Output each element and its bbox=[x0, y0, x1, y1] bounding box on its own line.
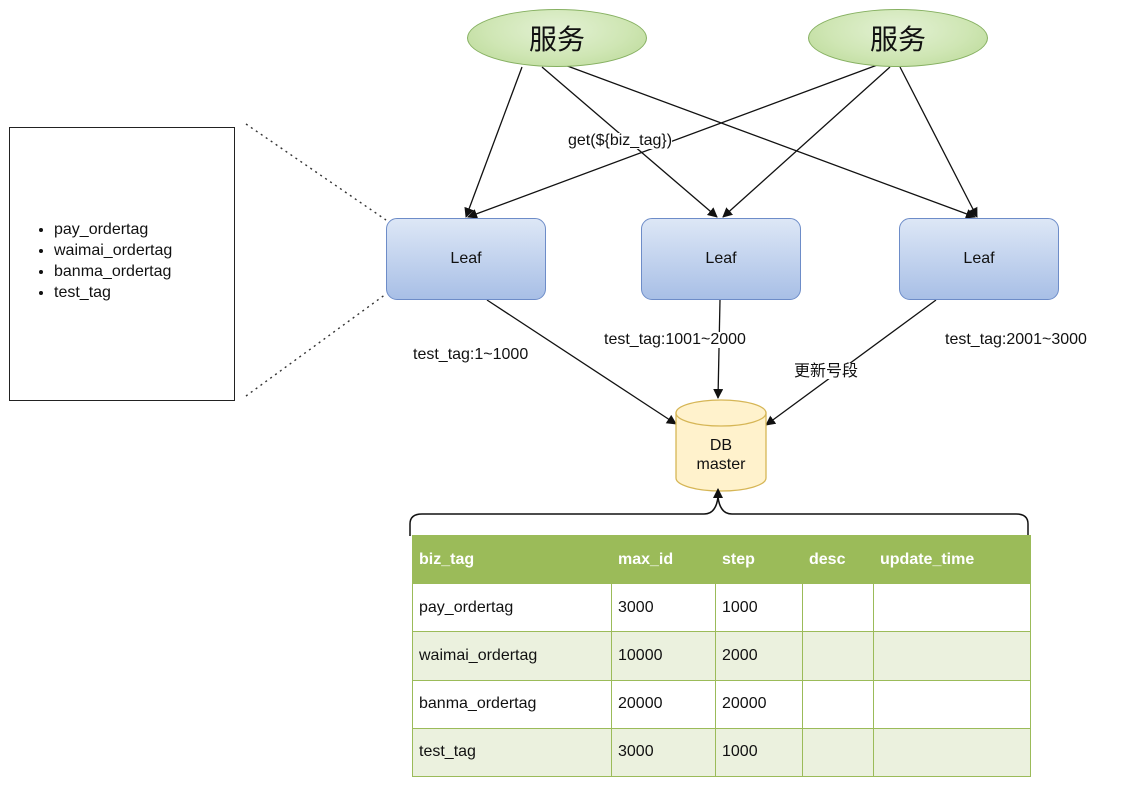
tag-list-box: pay_ordertag waimai_ordertag banma_order… bbox=[9, 127, 235, 401]
service-left-label: 服务 bbox=[528, 23, 585, 56]
column-header-desc: desc bbox=[802, 535, 874, 584]
tag-list-item: test_tag bbox=[54, 282, 172, 303]
cell-step: 1000 bbox=[715, 582, 803, 633]
cell-step: 1000 bbox=[715, 727, 803, 778]
db-cylinder bbox=[675, 399, 767, 492]
leaf-right-range-label: test_tag:2001~3000 bbox=[945, 331, 1087, 348]
cell-update-time bbox=[873, 582, 1031, 633]
cell-update-time bbox=[873, 679, 1031, 729]
cell-max-id: 20000 bbox=[611, 679, 716, 729]
service-left: 服务 bbox=[467, 9, 647, 67]
arrow-service-left-to-leaf-right bbox=[561, 63, 976, 219]
service-right: 服务 bbox=[808, 9, 988, 67]
table-row: pay_ordertag 3000 1000 bbox=[412, 582, 1031, 633]
cell-biz-tag: banma_ordertag bbox=[412, 679, 612, 729]
column-header-update-time: update_time bbox=[873, 535, 1031, 584]
cell-desc bbox=[802, 679, 874, 729]
table-brace bbox=[409, 496, 1029, 536]
leaf-right-label: Leaf bbox=[963, 250, 995, 267]
db-label: DB master bbox=[676, 436, 766, 474]
arrow-leaf-right-to-db bbox=[765, 299, 937, 426]
cell-update-time bbox=[873, 727, 1031, 778]
arrow-service-right-to-leaf-right bbox=[899, 66, 978, 218]
cell-biz-tag: pay_ordertag bbox=[412, 582, 612, 633]
dotted-connector-bottom bbox=[245, 293, 387, 397]
cell-desc bbox=[802, 727, 874, 778]
column-header-biz-tag: biz_tag bbox=[412, 535, 612, 584]
arrow-leaf-middle-to-db bbox=[713, 299, 724, 399]
table-row: test_tag 3000 1000 bbox=[412, 727, 1031, 778]
cell-step: 20000 bbox=[715, 679, 803, 729]
arrow-leaf-left-to-db bbox=[486, 299, 677, 425]
leaf-left: Leaf bbox=[386, 218, 546, 300]
tag-list-item: banma_ordertag bbox=[54, 261, 172, 282]
service-right-label: 服务 bbox=[869, 23, 926, 56]
dotted-connector-top bbox=[245, 123, 387, 221]
cell-desc bbox=[802, 631, 874, 681]
cell-step: 2000 bbox=[715, 631, 803, 681]
cell-max-id: 3000 bbox=[611, 582, 716, 633]
cell-desc bbox=[802, 582, 874, 633]
leaf-middle: Leaf bbox=[641, 218, 801, 300]
cell-biz-tag: waimai_ordertag bbox=[412, 631, 612, 681]
cell-max-id: 10000 bbox=[611, 631, 716, 681]
leaf-left-label: Leaf bbox=[450, 250, 482, 267]
column-header-step: step bbox=[715, 535, 803, 584]
tag-list-item: waimai_ordertag bbox=[54, 240, 172, 261]
tag-list: pay_ordertag waimai_ordertag banma_order… bbox=[32, 219, 172, 303]
table-header-row: biz_tag max_id step desc update_time bbox=[412, 535, 1031, 584]
arrow-service-right-to-leaf-middle bbox=[722, 66, 891, 218]
cell-biz-tag: test_tag bbox=[412, 727, 612, 778]
db-label-line2: master bbox=[696, 456, 746, 473]
table-row: waimai_ordertag 10000 2000 bbox=[412, 631, 1031, 681]
leaf-middle-label: Leaf bbox=[705, 250, 737, 267]
arrow-service-left-to-leaf-left bbox=[464, 66, 523, 218]
call-label: get(${biz_tag}) bbox=[568, 132, 673, 149]
cell-update-time bbox=[873, 631, 1031, 681]
table-row: banma_ordertag 20000 20000 bbox=[412, 679, 1031, 729]
arrow-service-right-to-leaf-left bbox=[467, 63, 881, 219]
cell-max-id: 3000 bbox=[611, 727, 716, 778]
leaf-right: Leaf bbox=[899, 218, 1059, 300]
tag-list-item: pay_ordertag bbox=[54, 219, 172, 240]
column-header-max-id: max_id bbox=[611, 535, 716, 584]
db-label-line1: DB bbox=[709, 437, 733, 454]
leaf-middle-range-label: test_tag:1001~2000 bbox=[604, 331, 746, 348]
leaf-left-range-label: test_tag:1~1000 bbox=[413, 346, 529, 363]
biz-table: biz_tag max_id step desc update_time pay… bbox=[412, 535, 1031, 778]
update-segment-label: 更新号段 bbox=[794, 361, 859, 380]
